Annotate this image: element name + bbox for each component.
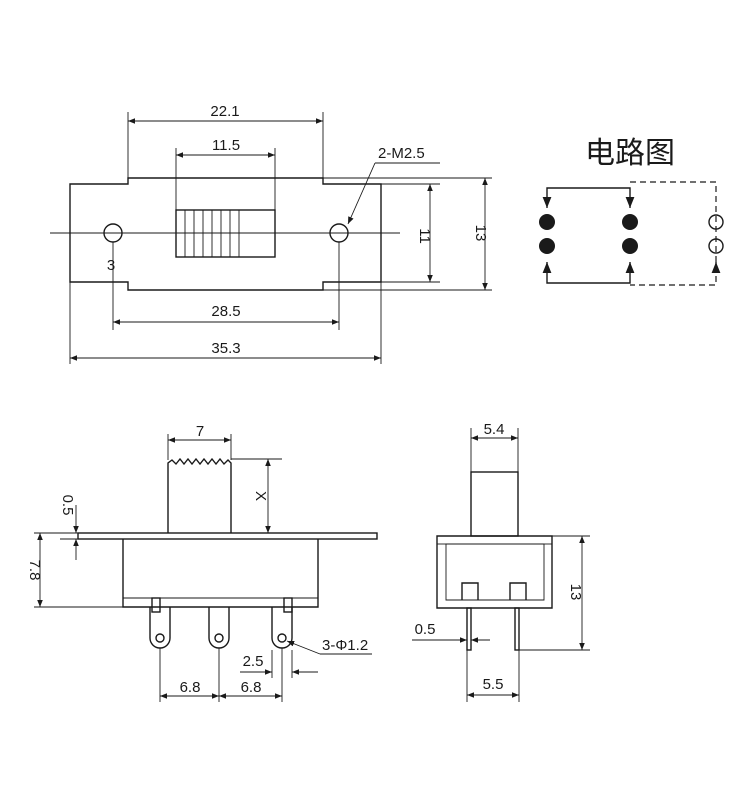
side-view: 5.4 13 0.5 5.5 xyxy=(412,421,590,702)
dim-side-pin-thickness: 0.5 xyxy=(412,621,490,643)
dim-overall-width: 35.3 xyxy=(69,282,382,364)
contact-filled-3 xyxy=(622,214,638,230)
pin-1 xyxy=(149,607,171,649)
dim-side-knob-width-label: 5.4 xyxy=(484,421,505,438)
hole-label: 3 xyxy=(107,257,115,274)
switch-position-alt xyxy=(630,181,717,286)
front-view: 7 X 0.5 7.8 3-Φ1.2 xyxy=(26,423,378,702)
top-view: 22.1 11.5 2-M2.5 11 13 3 xyxy=(50,103,492,364)
front-body xyxy=(122,539,319,608)
dim-actuator-width: 11.5 xyxy=(175,137,276,210)
knob xyxy=(167,457,232,533)
dim-body-width: 22.1 xyxy=(127,103,324,178)
dim-height-inner-label: 11 xyxy=(416,228,433,244)
dim-height-total-label: 13 xyxy=(472,225,489,242)
mounting-plate-outline xyxy=(69,177,382,291)
contact-filled-1 xyxy=(539,214,555,230)
circuit-diagram: 电路图 xyxy=(539,136,724,286)
contact-open-2 xyxy=(708,238,724,254)
dim-plate-thickness: 0.5 xyxy=(59,495,79,560)
dim-knob-width: 7 xyxy=(167,423,232,460)
dim-hole-spacing: 28.5 xyxy=(112,242,340,330)
dim-plate-thickness-label: 0.5 xyxy=(59,495,76,516)
dim-pin-pitch-1-label: 6.8 xyxy=(180,679,201,696)
dim-body-width-label: 22.1 xyxy=(210,103,239,120)
side-knob xyxy=(470,471,519,537)
dim-body-height: 7.8 xyxy=(26,532,123,608)
slider-actuator xyxy=(175,209,276,258)
dim-side-knob-width: 5.4 xyxy=(470,421,519,472)
switch-position-active xyxy=(542,187,635,284)
contact-filled-4 xyxy=(622,238,638,254)
dim-body-height-label: 7.8 xyxy=(26,560,43,581)
dim-side-body-height-label: 13 xyxy=(567,584,584,601)
side-pin-left xyxy=(466,607,472,651)
front-plate xyxy=(77,532,378,540)
dim-overall-width-label: 35.3 xyxy=(211,340,240,357)
pin-hole-callout-label: 3-Φ1.2 xyxy=(322,637,368,654)
screw-callout-label: 2-M2.5 xyxy=(378,145,425,162)
side-contact-right xyxy=(509,582,527,600)
side-body xyxy=(436,535,553,609)
dim-side-pin-thickness-label: 0.5 xyxy=(415,621,436,638)
dim-hole-spacing-label: 28.5 xyxy=(211,303,240,320)
side-contact-left xyxy=(461,582,479,600)
circuit-title: 电路图 xyxy=(585,136,675,171)
dim-height-inner: 11 xyxy=(323,183,440,283)
dim-side-body-height: 13 xyxy=(519,535,590,651)
pin-2 xyxy=(208,607,230,649)
dim-knob-width-label: 7 xyxy=(196,423,204,440)
dim-side-pin-spacing: 5.5 xyxy=(466,650,520,702)
dim-pin-pitch-2-label: 6.8 xyxy=(241,679,262,696)
side-pin-right xyxy=(514,607,520,651)
dim-actuator-width-label: 11.5 xyxy=(212,137,240,154)
dim-height-total: 13 xyxy=(323,177,492,291)
contact-open-1 xyxy=(708,214,724,230)
dim-pin-width-label: 2.5 xyxy=(243,653,264,670)
dim-pin-width: 2.5 xyxy=(240,650,318,678)
screw-callout: 2-M2.5 xyxy=(347,145,440,225)
dim-pin-pitch: 6.8 6.8 xyxy=(159,648,283,702)
contact-filled-2 xyxy=(539,238,555,254)
dim-knob-height: X xyxy=(231,458,282,533)
pin-hole-callout: 3-Φ1.2 xyxy=(286,637,372,655)
dim-side-pin-spacing-label: 5.5 xyxy=(483,676,504,693)
dim-knob-height-label: X xyxy=(252,491,269,501)
